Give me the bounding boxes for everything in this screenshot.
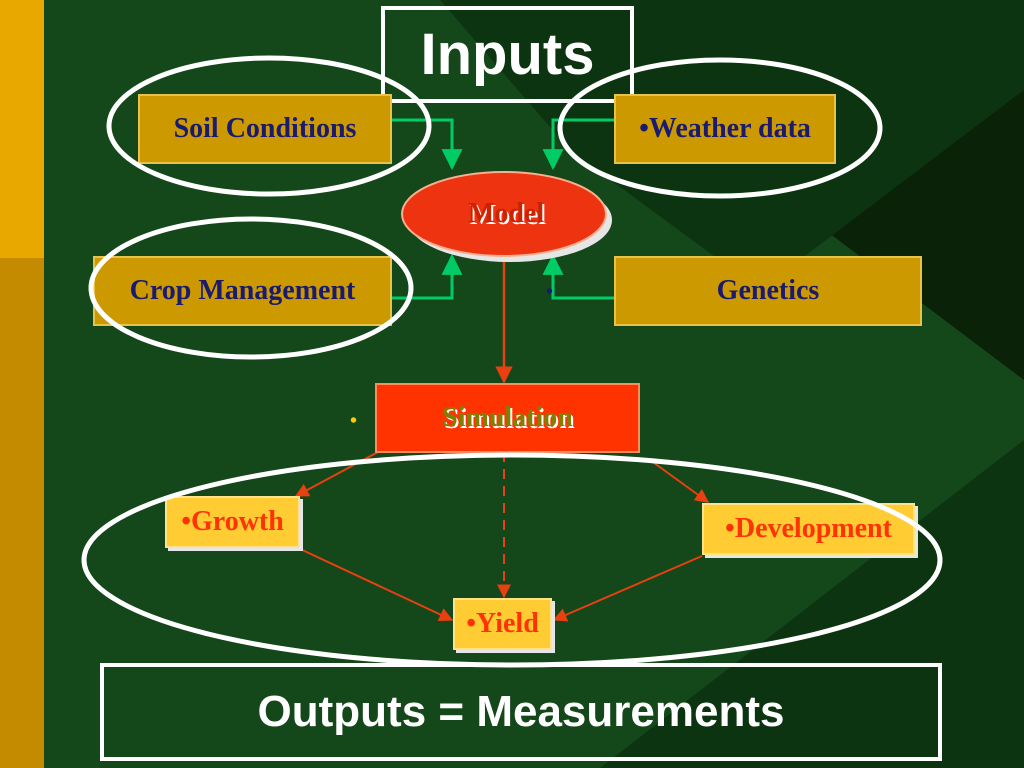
soil-conditions-box: Soil Conditions [138, 94, 392, 164]
crop-management-box: Crop Management [93, 256, 392, 326]
model-label: Model [467, 198, 545, 229]
stray-bullet-simulation: • [350, 410, 358, 432]
growth-label: •Growth [181, 506, 284, 537]
title-text: Inputs [420, 22, 595, 87]
simulation-to-growth-arrow [294, 451, 379, 497]
weather-data-label: •Weather data [639, 113, 811, 144]
weather-to-model-connector [542, 118, 614, 171]
simulation-to-development-arrow [649, 459, 710, 503]
genetics-label: Genetics [716, 275, 820, 306]
simulation-box: Simulation [375, 383, 640, 453]
left-accent-strip-top [0, 0, 44, 258]
soil-to-model-connector [392, 118, 463, 171]
weather-data-box: •Weather data [614, 94, 836, 164]
genetics-to-model-connector [542, 253, 614, 300]
development-box: •Development [702, 503, 915, 555]
simulation-label: Simulation [442, 402, 573, 433]
yield-box: •Yield [453, 598, 552, 650]
model-ellipse [401, 171, 612, 262]
development-to-yield-arrow [552, 555, 703, 622]
outputs-banner: Outputs = Measurements [100, 663, 942, 761]
soil-conditions-label: Soil Conditions [173, 113, 357, 144]
outputs-banner-text: Outputs = Measurements [257, 687, 785, 736]
yield-label: •Yield [466, 608, 539, 639]
title-inputs: Inputs [381, 6, 634, 103]
development-label: •Development [725, 513, 892, 544]
model-label-box: Model [404, 192, 608, 236]
growth-box: •Growth [165, 496, 300, 548]
stray-bullet-genetics: • [546, 281, 554, 303]
left-accent-strip-bottom [0, 258, 44, 768]
growth-to-yield-arrow [297, 547, 454, 622]
genetics-box: Genetics [614, 256, 922, 326]
crop-management-label: Crop Management [129, 275, 356, 306]
